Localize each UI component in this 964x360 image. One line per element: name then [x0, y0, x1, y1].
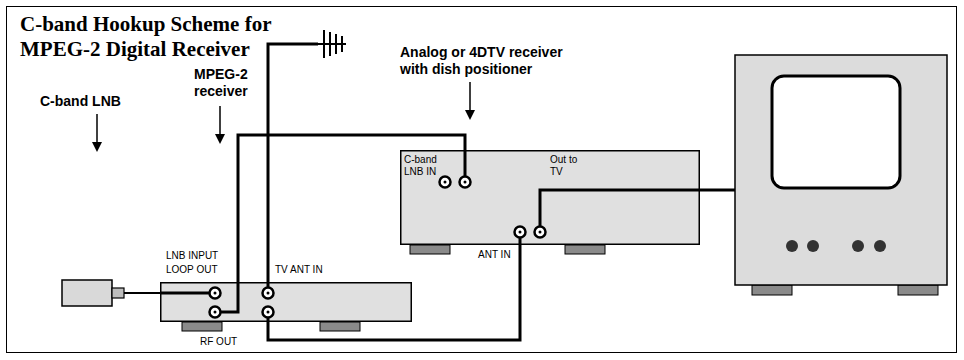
lnb-symbol	[62, 280, 160, 306]
text-slot: ANT IN	[478, 249, 511, 261]
text-slot: MPEG-2 receiver	[194, 66, 260, 100]
port-label: Out to TV	[550, 154, 584, 178]
receiver-box: C-band LNB INOut to TVANT IN	[400, 150, 700, 245]
callout-label: Analog or 4DTV receiver with dish positi…	[400, 44, 585, 78]
text-slot: LOOP OUT	[166, 264, 218, 276]
callout-arrow	[92, 82, 475, 152]
text-slot: LNB INPUT	[166, 250, 218, 262]
receiver-box: LNB INPUTLOOP OUTTV ANT INRF OUT	[160, 282, 412, 322]
port-label: ANT IN	[478, 249, 511, 261]
text-slot: C-band LNB IN	[404, 154, 444, 178]
port-label: C-band LNB IN	[404, 154, 444, 178]
antenna-symbol	[268, 30, 346, 282]
frame-border	[7, 7, 957, 353]
tv-cable	[700, 189, 735, 192]
text-slot: Out to TV	[550, 154, 584, 178]
callout-label: MPEG-2 receiver	[194, 66, 260, 100]
text-slot: C-band Hookup Scheme for MPEG-2 Digital …	[20, 12, 300, 62]
text-slot: C-band LNB	[40, 93, 121, 110]
callout-label: C-band LNB	[40, 93, 121, 110]
text-slot: Analog or 4DTV receiver with dish positi…	[400, 44, 585, 78]
television-set	[735, 55, 947, 295]
port-label: TV ANT IN	[275, 264, 323, 276]
port-label: LNB INPUT	[166, 250, 218, 262]
text-slot: TV ANT IN	[275, 264, 323, 276]
receiver-body	[160, 282, 412, 322]
diagram-title: C-band Hookup Scheme for MPEG-2 Digital …	[20, 12, 300, 62]
port-label: RF OUT	[200, 336, 237, 348]
port-label: LOOP OUT	[166, 264, 218, 276]
text-slot: RF OUT	[200, 336, 237, 348]
